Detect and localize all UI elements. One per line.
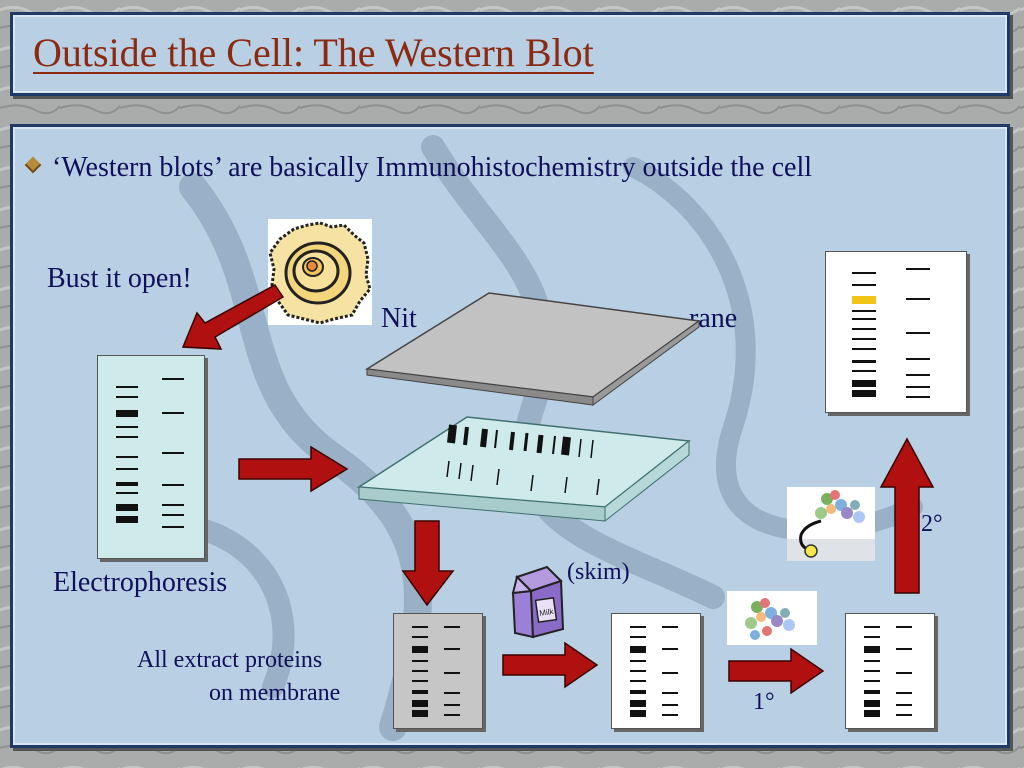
arrow-primary-antibody — [728, 647, 825, 695]
electrophoresis-gel — [97, 355, 205, 559]
content-panel: ‘Western blots’ are basically Immunohist… — [10, 124, 1010, 748]
arrow-secondary-antibody — [879, 437, 935, 594]
label-electrophoresis: Electrophoresis — [53, 567, 228, 598]
label-skim: (skim) — [567, 559, 630, 585]
antibody-icon — [745, 598, 795, 640]
secondary-antibody-image — [787, 487, 875, 561]
gel-slab — [356, 416, 691, 523]
primary-probed-blot — [845, 613, 935, 729]
arrow-to-blocking — [502, 641, 599, 689]
label-secondary: 2° — [921, 511, 943, 537]
cell-icon — [268, 221, 372, 325]
label-primary: 1° — [753, 689, 775, 715]
milk-carton-icon: Milk — [511, 565, 565, 639]
secondary-antibody-icon — [787, 490, 875, 561]
membrane-blot — [393, 613, 483, 729]
arrow-to-transfer — [238, 445, 349, 493]
arrow-to-electrophoresis — [181, 284, 285, 350]
blocked-blot — [611, 613, 701, 729]
label-nitrocellulose-left: Nit — [381, 303, 417, 334]
slide-title: Outside the Cell: The Western Blot — [33, 30, 594, 75]
detected-band — [852, 296, 876, 304]
final-detected-blot — [825, 251, 967, 413]
label-all-extract-line2: on membrane — [209, 680, 341, 706]
title-panel: Outside the Cell: The Western Blot — [10, 12, 1010, 96]
label-all-extract-line1: All extract proteins — [137, 647, 323, 673]
arrow-to-membrane — [401, 520, 455, 607]
label-bust-it-open: Bust it open! — [47, 263, 192, 294]
bullet-text: ‘Western blots’ are basically Immunohist… — [52, 152, 813, 183]
milk-label: Milk — [539, 607, 555, 618]
primary-antibody-image — [727, 591, 817, 645]
nitrocellulose-membrane — [364, 292, 701, 406]
cell-image — [268, 219, 372, 325]
